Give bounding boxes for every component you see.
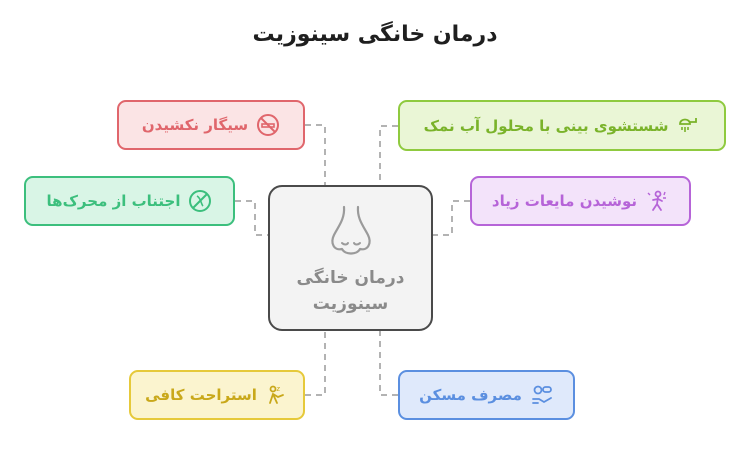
rest-icon: z: [268, 385, 284, 404]
painkiller-label: مصرف مسکن: [419, 386, 522, 404]
connector-no-smoking: [305, 124, 326, 185]
avoid-triggers-label: اجتناب از محرک‌ها: [46, 192, 181, 210]
nasal-wash-label: شستشوی بینی با محلول آب نمک: [423, 116, 669, 135]
rest-label: استراحت کافی: [145, 386, 257, 404]
node-nasal-wash: شستشوی بینی با محلول آب نمک: [398, 100, 726, 151]
drink-fluids-label: نوشیدن مایعات زیاد: [491, 192, 638, 210]
no-allergen-icon: [189, 190, 212, 212]
node-avoid-triggers: اجتناب از محرک‌ها: [24, 176, 235, 226]
connector-nasal-wash: [379, 125, 398, 185]
no-smoking-icon: [257, 114, 280, 136]
node-rest: z استراحت کافی: [129, 370, 305, 420]
svg-text:z: z: [276, 385, 280, 393]
central-label-line-1: درمان خانگی: [296, 268, 405, 288]
central-node-label: درمان خانگی سینوزیت: [270, 265, 431, 317]
diagram-title: درمان خانگی سینوزیت: [252, 22, 498, 47]
node-drink-fluids: نوشیدن مایعات زیاد: [470, 176, 691, 226]
connector-fluids: [433, 200, 470, 236]
no-smoking-label: سیگار نکشیدن: [141, 116, 249, 134]
connector-avoid: [235, 200, 268, 236]
pills-icon: [532, 385, 552, 404]
connector-painkiller: [379, 331, 398, 396]
node-painkiller: مصرف مسکن: [398, 370, 575, 420]
connector-rest: [305, 331, 326, 396]
central-label-line-2: سینوزیت: [312, 294, 389, 314]
drink-icon: [647, 190, 667, 211]
nose-icon: [331, 205, 371, 255]
shower-icon: [679, 117, 698, 132]
node-no-smoking: سیگار نکشیدن: [117, 100, 305, 150]
central-node: درمان خانگی سینوزیت: [268, 185, 433, 331]
